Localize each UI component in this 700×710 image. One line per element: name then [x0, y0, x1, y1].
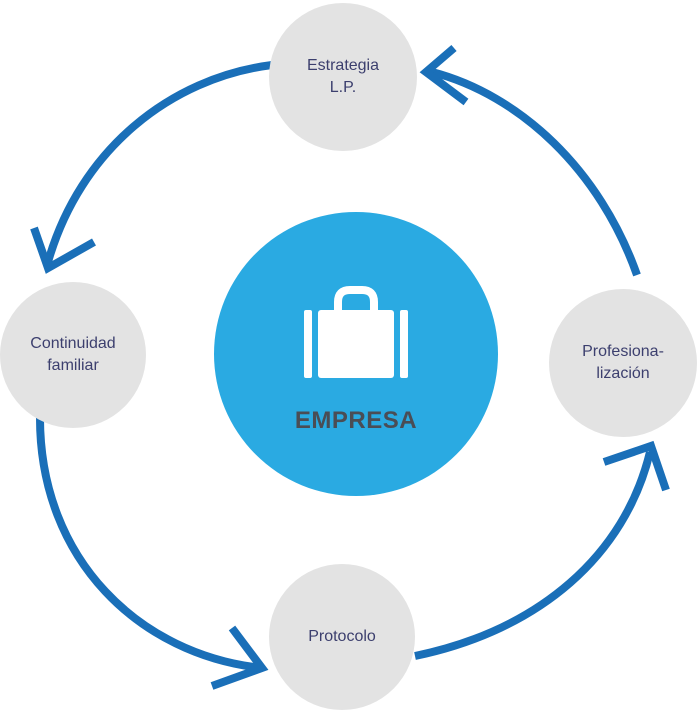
node-profesionalizacion-label: Profesiona- lización [582, 343, 664, 382]
arrow-left-to-bottom [36, 417, 263, 672]
node-protocolo: Protocolo [269, 564, 415, 710]
arrowhead-bottom-to-right [602, 440, 670, 492]
arrow-right-to-top [430, 68, 641, 277]
node-protocolo-label: Protocolo [308, 628, 376, 645]
node-profesionalizacion: Profesiona- lización [549, 289, 697, 437]
node-estrategia: Estrategia L.P. [269, 3, 417, 151]
node-continuidad: Continuidad familiar [0, 282, 146, 428]
node-estrategia-label: Estrategia L.P. [306, 57, 380, 96]
arrowhead-left-to-bottom [210, 625, 269, 690]
center-label: EMPRESA [294, 407, 418, 434]
arrowhead-right-to-top [419, 44, 469, 106]
center-empresa: EMPRESA [214, 212, 498, 496]
arrow-bottom-to-right [414, 451, 654, 660]
arrow-top-to-left [44, 61, 273, 264]
arrowhead-top-to-left [30, 226, 96, 274]
briefcase-icon [304, 286, 408, 378]
node-continuidad-label: Continuidad familiar [30, 335, 116, 374]
